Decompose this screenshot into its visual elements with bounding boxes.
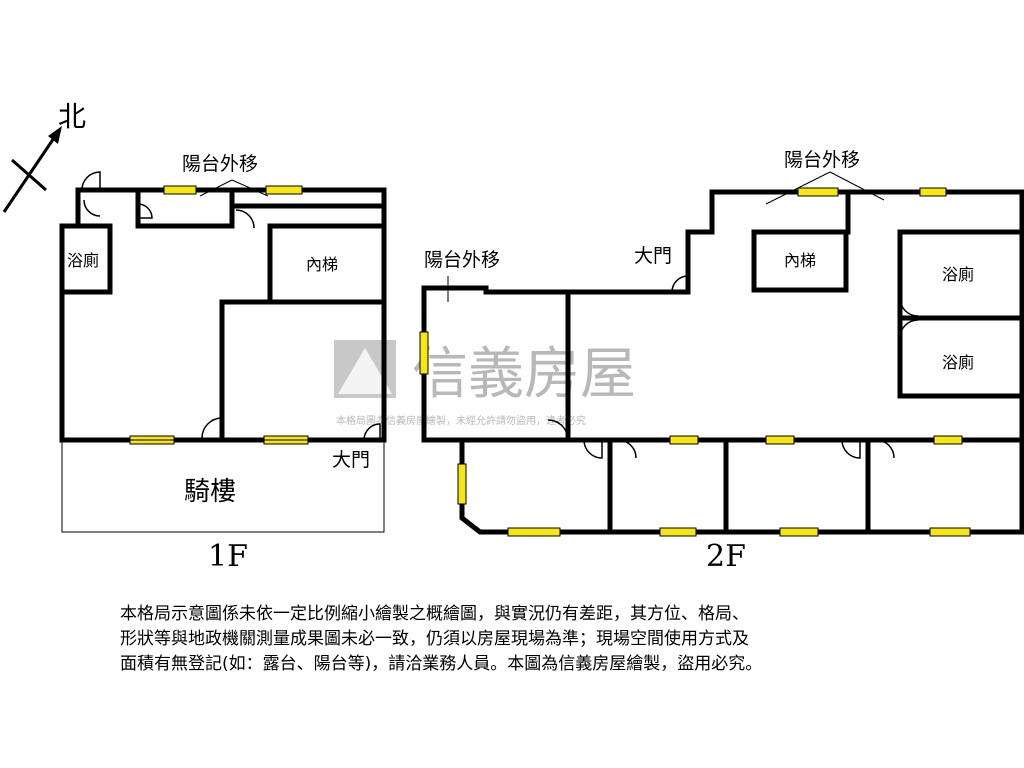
floor1-stair-label: 內梯 bbox=[306, 255, 338, 274]
floor2-bath-2-label: 浴廁 bbox=[942, 353, 974, 372]
floor2-stair-label: 內梯 bbox=[784, 251, 816, 270]
floor1-bath-label: 浴廁 bbox=[67, 251, 99, 270]
watermark-brand: 信義房屋 bbox=[412, 342, 636, 407]
north-arrow-icon bbox=[2, 126, 62, 213]
floor2-title: 2F bbox=[706, 539, 746, 574]
floor1-doors bbox=[81, 171, 381, 441]
floor2-windows bbox=[419, 187, 971, 537]
floor2-doors bbox=[547, 275, 919, 459]
disclaimer: 本格局示意圖係未依一定比例縮小繪製之概繪圖，與實況仍有差距，其方位、格局、 形狀… bbox=[120, 602, 920, 677]
watermark: 信義房屋 本格局圖為信義房屋繪製，未經允許請勿盜用，違者必究 bbox=[334, 340, 636, 427]
floor2-walls bbox=[421, 189, 1024, 535]
floor1-balcony-note: 陽台外移 bbox=[182, 153, 258, 175]
floor1-title: 1F bbox=[208, 539, 248, 574]
disclaimer-line: 本格局示意圖係未依一定比例縮小繪製之概繪圖，與實況仍有差距，其方位、格局、 bbox=[120, 604, 749, 624]
disclaimer-line: 形狀等與地政機關測量成果圖未必一致，仍須以房屋現場為準；現場空間使用方式及 bbox=[120, 629, 749, 649]
disclaimer-line: 面積有無登記(如：露台、陽台等)，請洽業務人員。本圖為信義房屋繪製，盜用必究。 bbox=[120, 654, 763, 674]
watermark-caption: 本格局圖為信義房屋繪製，未經允許請勿盜用，違者必究 bbox=[336, 414, 586, 427]
floor1-arcade-outline bbox=[61, 439, 385, 533]
floor2-door-label: 大門 bbox=[634, 245, 672, 267]
floor2-balcony-note-top: 陽台外移 bbox=[784, 149, 860, 171]
floor1-arcade-label: 騎樓 bbox=[184, 477, 236, 507]
floor2-balcony-note-left: 陽台外移 bbox=[424, 249, 500, 271]
floor2-bath-1-label: 浴廁 bbox=[942, 265, 974, 284]
floor1-balcony-pointer bbox=[199, 179, 269, 197]
compass-label: 北 bbox=[58, 100, 86, 133]
floor2-balcony-pointers bbox=[447, 171, 885, 302]
floor1-walls bbox=[59, 187, 387, 443]
floor1-door-label: 大門 bbox=[332, 449, 370, 471]
